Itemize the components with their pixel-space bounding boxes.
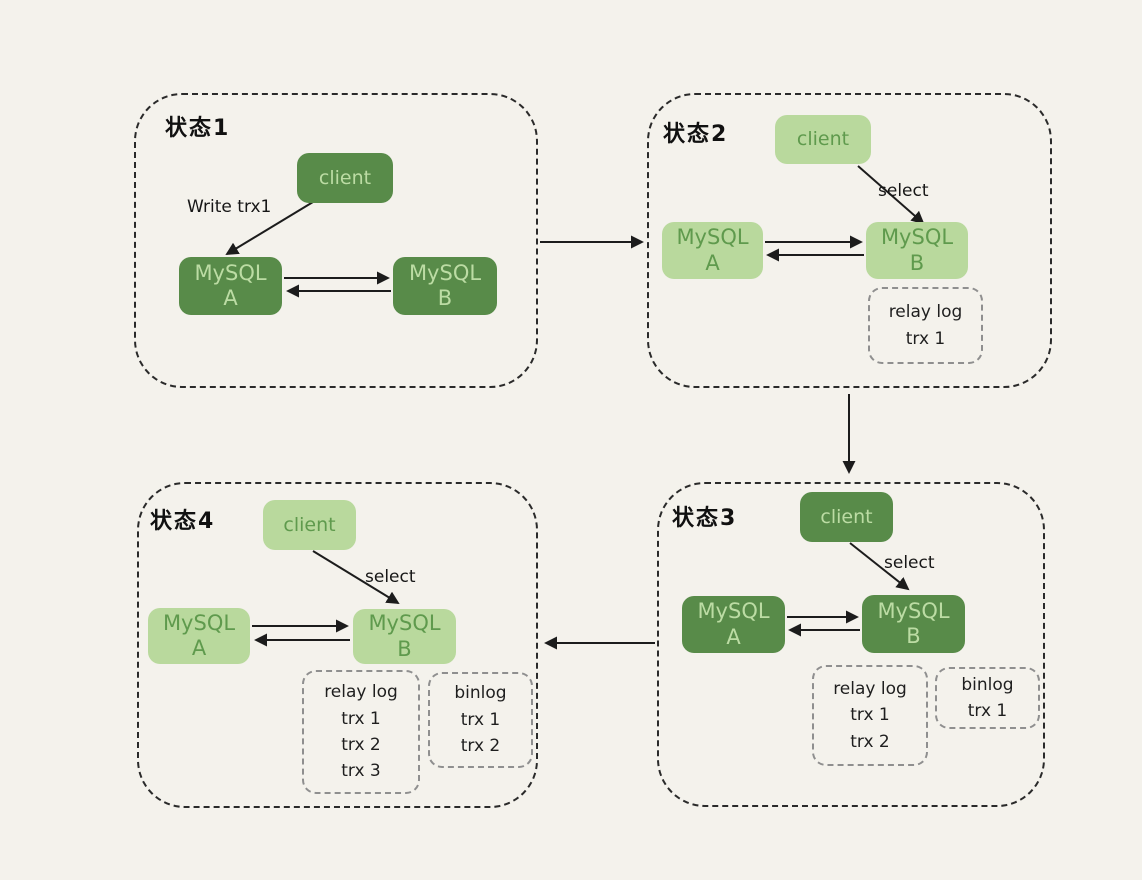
state2-client-label: client xyxy=(796,128,850,151)
state1-panel xyxy=(134,93,538,388)
state3-binlog-box: binlog trx 1 xyxy=(935,667,1040,729)
state3-mysql-b-line1: MySQL xyxy=(877,598,950,623)
state2-mysql-b-line2: B xyxy=(909,250,925,275)
state3-client-node: client xyxy=(800,492,893,542)
state2-mysql-a-line1: MySQL xyxy=(676,225,749,250)
state1-mysql-b-line1: MySQL xyxy=(408,260,482,285)
state3-mysql-a-node: MySQL A xyxy=(682,596,785,653)
state1-mysql-b-node: MySQL B xyxy=(393,257,497,315)
state3-binlog-title: binlog xyxy=(961,674,1014,695)
state4-panel xyxy=(137,482,538,808)
state4-relay-log-box: relay log trx 1 trx 2 trx 3 xyxy=(302,670,420,794)
state2-mysql-a-node: MySQL A xyxy=(662,222,763,279)
state2-label: 状态2 xyxy=(663,122,729,147)
state3-mysql-a-line1: MySQL xyxy=(697,599,770,624)
state4-binlog-title: binlog xyxy=(454,683,507,704)
state4-binlog-entry: trx 1 xyxy=(460,709,501,730)
state1-edge-label: Write trx1 xyxy=(187,197,272,217)
state3-label: 状态3 xyxy=(672,506,738,531)
state3-client-label: client xyxy=(820,505,873,528)
state2-relay-log-box: relay log trx 1 xyxy=(868,287,983,364)
state1-mysql-b-line2: B xyxy=(437,286,453,310)
state3-edge-label: select xyxy=(884,553,935,573)
state3-binlog-entry: trx 1 xyxy=(967,701,1008,721)
state1-client-label: client xyxy=(318,166,372,189)
state3-relay-log-box: relay log trx 1 trx 2 xyxy=(812,665,928,766)
state4-binlog-box: binlog trx 1 trx 2 xyxy=(428,672,533,768)
state3-mysql-b-line2: B xyxy=(906,624,921,648)
state2-relay-log-entry: trx 1 xyxy=(905,328,946,349)
state3-relay-log-entry: trx 2 xyxy=(850,731,890,752)
state1-mysql-a-line2: A xyxy=(223,286,238,310)
state4-mysql-a-node: MySQL A xyxy=(148,608,250,664)
state1-client-node: client xyxy=(297,153,393,203)
state4-edge-label: select xyxy=(365,567,416,587)
state2-relay-log-title: relay log xyxy=(888,302,963,323)
state4-mysql-a-line2: A xyxy=(191,636,207,660)
state2-mysql-a-line2: A xyxy=(705,250,720,275)
state4-relay-log-entry: trx 3 xyxy=(341,761,381,782)
state4-relay-log-title: relay log xyxy=(324,682,398,703)
state2-mysql-b-node: MySQL B xyxy=(866,222,968,279)
state3-mysql-a-line2: A xyxy=(726,624,741,649)
state2-mysql-b-line1: MySQL xyxy=(880,225,954,250)
state1-label: 状态1 xyxy=(165,116,231,141)
state3-relay-log-entry: trx 1 xyxy=(850,705,890,726)
state4-binlog-entry: trx 2 xyxy=(460,736,501,757)
state2-edge-label: select xyxy=(878,181,929,201)
state4-relay-log-entry: trx 1 xyxy=(341,708,381,729)
state4-mysql-b-line1: MySQL xyxy=(368,611,441,636)
state3-mysql-b-node: MySQL B xyxy=(862,595,965,653)
state4-mysql-b-node: MySQL B xyxy=(353,609,456,664)
state3-relay-log-title: relay log xyxy=(833,678,907,699)
state4-relay-log-entry: trx 2 xyxy=(341,735,381,755)
state4-label: 状态4 xyxy=(150,509,216,534)
state4-client-node: client xyxy=(263,500,356,550)
state3-panel xyxy=(657,482,1045,807)
state4-client-label: client xyxy=(283,513,336,536)
state1-mysql-a-line1: MySQL xyxy=(194,260,267,285)
state4-mysql-b-line2: B xyxy=(397,636,412,661)
state1-mysql-a-node: MySQL A xyxy=(179,257,282,315)
state4-mysql-a-line1: MySQL xyxy=(162,610,236,635)
state2-client-node: client xyxy=(775,115,871,164)
state2-panel xyxy=(647,93,1052,388)
